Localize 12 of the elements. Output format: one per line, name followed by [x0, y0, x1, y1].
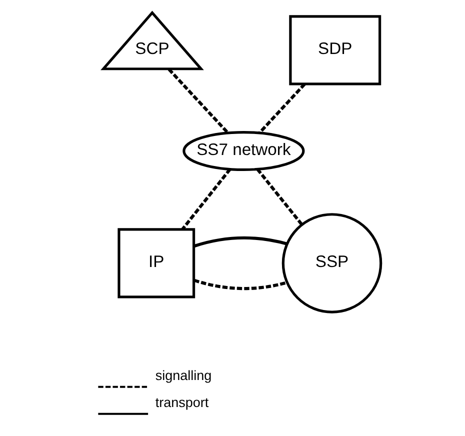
connector	[194, 236, 288, 248]
node-box: SDP	[289, 15, 382, 86]
connector	[181, 168, 232, 230]
legend-label: transport	[155, 395, 209, 410]
connector	[258, 83, 306, 134]
node-ellipse: SS7 network	[182, 130, 305, 171]
node-circle: SSP	[282, 213, 382, 314]
connector	[256, 168, 304, 226]
connector	[168, 68, 229, 134]
node-box: IP	[118, 228, 196, 298]
legend-label: signalling	[155, 368, 212, 384]
connector	[194, 278, 288, 290]
